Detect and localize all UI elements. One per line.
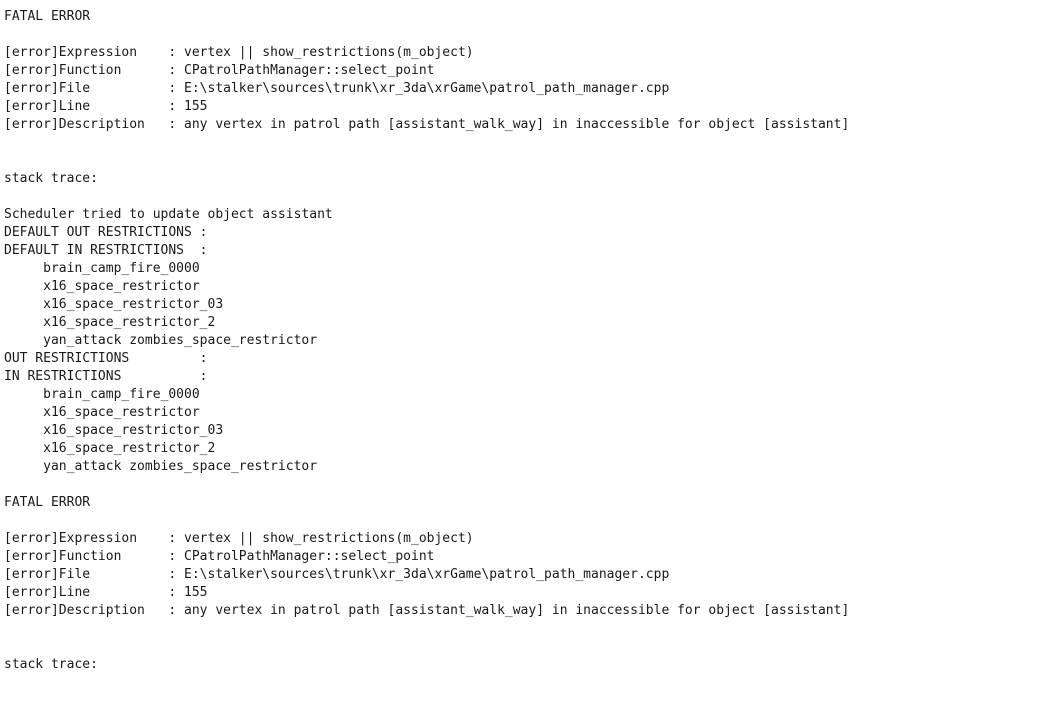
log-line: DEFAULT OUT RESTRICTIONS : — [4, 225, 208, 240]
log-line: x16_space_restrictor_03 — [4, 297, 224, 312]
log-line-blank — [4, 26, 1048, 44]
log-line: [error]Line : 155 — [4, 99, 208, 114]
log-line: x16_space_restrictor_03 — [4, 423, 224, 438]
log-line-blank — [4, 476, 1048, 494]
log-line: yan_attack zombies_space_restrictor — [4, 333, 318, 348]
log-line: FATAL ERROR — [4, 495, 91, 510]
log-line: [error]Function : CPatrolPathManager::se… — [4, 549, 435, 564]
log-line-blank — [4, 152, 1048, 170]
log-line: OUT RESTRICTIONS : — [4, 351, 208, 366]
log-line: Scheduler tried to update object assista… — [4, 207, 333, 222]
log-line: [error]Expression : vertex || show_restr… — [4, 531, 474, 546]
log-line: x16_space_restrictor — [4, 279, 200, 294]
log-line: [error]Description : any vertex in patro… — [4, 603, 850, 618]
log-line-blank — [4, 134, 1048, 152]
log-line-blank — [4, 188, 1048, 206]
log-line: [error]Description : any vertex in patro… — [4, 117, 850, 132]
log-line: brain_camp_fire_0000 — [4, 261, 200, 276]
log-line: x16_space_restrictor_2 — [4, 441, 216, 456]
log-line: [error]Line : 155 — [4, 585, 208, 600]
log-line: brain_camp_fire_0000 — [4, 387, 200, 402]
log-line: FATAL ERROR — [4, 9, 91, 24]
log-line: [error]File : E:\stalker\sources\trunk\x… — [4, 567, 670, 582]
log-line: x16_space_restrictor — [4, 405, 200, 420]
log-line-blank — [4, 620, 1048, 638]
log-line: IN RESTRICTIONS : — [4, 369, 208, 384]
log-line-blank — [4, 674, 1048, 692]
log-line-blank — [4, 638, 1048, 656]
log-line: x16_space_restrictor_2 — [4, 315, 216, 330]
log-line: yan_attack zombies_space_restrictor — [4, 459, 318, 474]
log-line: stack trace: — [4, 657, 98, 672]
crash-log-text-output: FATAL ERROR [error]Expression : vertex ||… — [4, 8, 1048, 692]
log-line: DEFAULT IN RESTRICTIONS : — [4, 243, 208, 258]
log-line: [error]Expression : vertex || show_restr… — [4, 45, 474, 60]
log-line-blank — [4, 512, 1048, 530]
log-line: [error]Function : CPatrolPathManager::se… — [4, 63, 435, 78]
log-line: [error]File : E:\stalker\sources\trunk\x… — [4, 81, 670, 96]
log-line: stack trace: — [4, 171, 98, 186]
